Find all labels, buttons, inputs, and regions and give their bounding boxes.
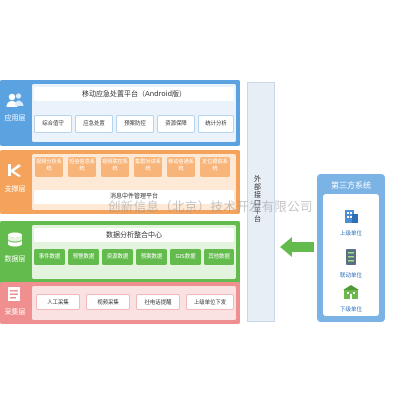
document-icon [8, 287, 20, 301]
support-item: 集群对讲系统 [134, 157, 162, 177]
unit-linkage: 联动单位 [323, 248, 379, 279]
support-item: 移动信通系统 [167, 157, 195, 177]
left-arrow-icon [280, 237, 314, 257]
data-item: 其他数据 [204, 249, 234, 265]
unit-label: 联动单位 [339, 273, 362, 279]
app-item: 资源保障 [157, 115, 195, 133]
support-item: 定位跟踪系统 [200, 157, 230, 177]
data-layer-side: 数据层 [0, 221, 30, 285]
unit-superior: 上级单位 [323, 208, 379, 237]
collect-item: 人工采集 [36, 294, 80, 310]
tools-icon [8, 164, 21, 177]
building-icon [345, 210, 358, 223]
third-party-system: 第三方系统 上级单位 联动单位 [317, 174, 385, 322]
building-icon [343, 285, 359, 299]
third-party-panel: 上级单位 联动单位 下级单位 [323, 194, 379, 316]
app-item: 综合值守 [34, 115, 72, 133]
layer-label: 应用层 [4, 114, 26, 122]
third-party-title: 第三方系统 [331, 181, 371, 190]
collect-item: 视频采集 [86, 294, 130, 310]
data-item: 事件数据 [34, 249, 65, 265]
layer-label: 支撑层 [4, 185, 26, 193]
support-layer: 支撑层 视频分析系统 短信信息系统 视频联控系统 集群对讲系统 移动信通系统 定… [0, 150, 240, 214]
collection-layer: 采集层 人工采集 视频采集 社电话提醒 上级单位下发 [0, 282, 240, 324]
layer-title: 移动应急处置平台（Android版） [34, 87, 234, 101]
layer-label: 采集层 [4, 308, 26, 316]
support-item: 短信信息系统 [68, 157, 96, 177]
unit-label: 上级单位 [339, 231, 362, 237]
unit-label: 下级单位 [339, 307, 362, 313]
layer-title: 数据分析整合中心 [34, 228, 234, 242]
data-layer: 数据层 数据分析整合中心 事件数据 预警数据 资源数据 预案数据 GIS数据 其… [0, 221, 240, 285]
data-item: GIS数据 [170, 249, 201, 265]
collect-item: 上级单位下发 [186, 294, 234, 310]
support-layer-side: 支撑层 [0, 150, 30, 214]
application-layer: 应用层 移动应急处置平台（Android版） 综合值守 应急处置 预案防控 资源… [0, 80, 240, 146]
app-item: 预案防控 [116, 115, 154, 133]
support-item: 视频分析系统 [35, 157, 63, 177]
layer-title: 消息中件管理平台 [34, 190, 234, 204]
data-item: 预警数据 [68, 249, 99, 265]
portal-label: 外部接口平台 [254, 175, 261, 223]
data-item: 预案数据 [136, 249, 167, 265]
app-item: 应急处置 [75, 115, 113, 133]
users-icon [6, 93, 24, 107]
layer-label: 数据层 [4, 255, 26, 263]
collect-item: 社电话提醒 [136, 294, 180, 310]
database-icon [8, 232, 22, 247]
server-icon [346, 249, 356, 265]
external-interface-platform: 外部接口平台 [247, 82, 275, 322]
watermark-text: 创新信息（北京）技术开发有限公司 [108, 199, 313, 214]
unit-subordinate: 下级单位 [323, 284, 379, 313]
app-item: 统计分析 [198, 115, 234, 133]
application-layer-side: 应用层 [0, 80, 30, 146]
support-item: 视频联控系统 [101, 157, 129, 177]
collection-layer-side: 采集层 [0, 282, 30, 324]
data-item: 资源数据 [102, 249, 133, 265]
